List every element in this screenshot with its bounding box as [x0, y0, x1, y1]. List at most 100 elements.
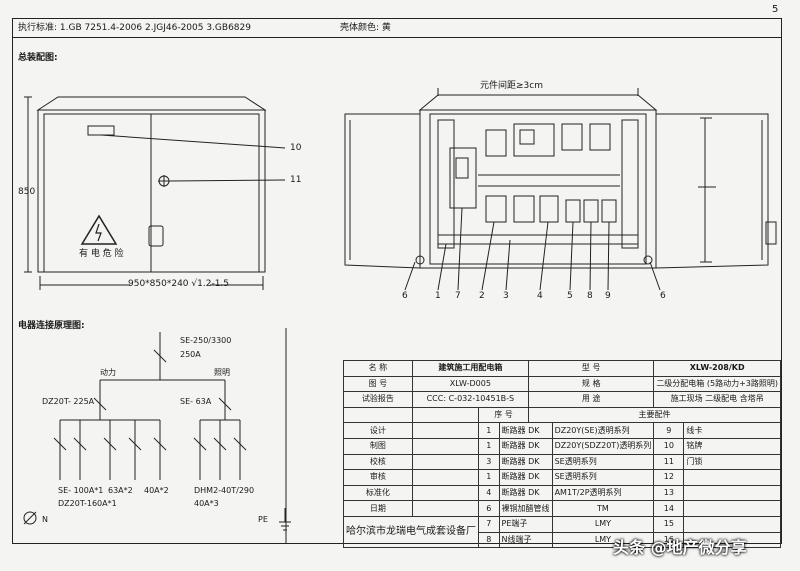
callout-11: 11 — [290, 175, 302, 185]
shell-color-text: 壳体颜色: 黄 — [340, 23, 391, 33]
part-no-2: 12 — [653, 469, 685, 486]
power-branch-2: 63A*2 — [108, 486, 133, 495]
part-spec: LMY — [551, 515, 655, 533]
callout-b4: 2 — [479, 291, 485, 301]
n-label: N — [42, 515, 48, 524]
part-name: 断路器 DK — [498, 422, 553, 439]
seq-header: 序 号 — [477, 406, 530, 424]
watermark: 头条 @地产微分享 — [613, 538, 747, 557]
power-branch-3: 40A*2 — [144, 486, 169, 495]
name-label: 名 称 — [343, 360, 413, 377]
callout-b2: 1 — [435, 291, 441, 301]
part-spec: DZ20Y(SDZ20T)透明系列 — [551, 437, 655, 455]
part-no: 1 — [478, 422, 500, 439]
table-row: 试验报告 CCC: C-032-10451B-S 用 途 施工现场 二级配电 含… — [343, 391, 781, 408]
part-no-2: 13 — [653, 484, 685, 502]
callout-b1: 6 — [402, 291, 408, 301]
pe-label: PE — [258, 515, 268, 524]
part-spec: AM1T/2P透明系列 — [551, 484, 655, 502]
part-name: 断路器 DK — [498, 437, 553, 455]
callout-b10: 6 — [660, 291, 666, 301]
parts-header: 主要配件 — [528, 406, 781, 424]
height-label: 850 — [18, 187, 36, 197]
table-row: 日期 6 裸铜加醋管线 TM 14 — [343, 500, 781, 517]
part-no: 1 — [478, 437, 500, 455]
part-no: 3 — [478, 453, 500, 471]
part-no: 1 — [478, 469, 500, 486]
part-no: 6 — [478, 500, 500, 517]
info-table: 名 称 建筑施工用配电箱 型 号 XLW-208/KD 图 号 XLW-D005… — [343, 360, 781, 549]
table-row: 序 号 主要配件 — [343, 406, 781, 424]
part-name-2 — [683, 484, 781, 502]
lighting-breaker: SE- 63A — [180, 397, 212, 406]
callout-b6: 4 — [537, 291, 543, 301]
callout-b5: 3 — [503, 291, 509, 301]
main-breaker: SE-250/3300 — [180, 336, 232, 345]
page-number: 5 — [772, 4, 779, 15]
model-value: XLW-208/KD — [653, 360, 781, 377]
name-value: 建筑施工用配电箱 — [411, 360, 530, 377]
part-spec: SE透明系列 — [551, 469, 655, 486]
part-spec: DZ20Y(SE)透明系列 — [551, 422, 655, 439]
table-row: 名 称 建筑施工用配电箱 型 号 XLW-208/KD — [343, 360, 781, 377]
role-date: 日期 — [343, 500, 413, 517]
table-row: 8 N线端子 LMY 16 — [344, 531, 781, 549]
part-name-2 — [683, 515, 781, 533]
table-row: 设计 1 断路器 DK DZ20Y(SE)透明系列 9 线卡 — [343, 422, 781, 439]
spec-label: 规 格 — [528, 375, 655, 393]
standard-text: 执行标准: 1.GB 7251.4-2006 2.JGJ46-2005 3.GB… — [18, 23, 251, 33]
assembly-title: 总装配图: — [18, 53, 58, 63]
part-name: 断路器 DK — [498, 453, 553, 471]
part-name-2: 铭牌 — [683, 437, 781, 455]
part-no-2: 14 — [653, 500, 685, 517]
main-current: 250A — [180, 350, 201, 359]
lighting-label: 照明 — [214, 368, 230, 377]
component-spacing: 元件间距≥3cm — [480, 81, 543, 91]
open-cabinet-drawing — [344, 88, 777, 291]
part-name-2 — [683, 469, 781, 486]
part-no: 7 — [478, 515, 500, 533]
lighting-branch-2: 40A*3 — [194, 499, 219, 508]
part-name-2 — [683, 500, 781, 517]
power-branch-1: SE- 100A*1 — [58, 486, 104, 495]
power-label: 动力 — [100, 368, 116, 377]
part-name: 裸铜加醋管线 — [498, 500, 553, 517]
use-label: 用 途 — [528, 391, 655, 408]
table-row: 审核 1 断路器 DK SE透明系列 12 — [343, 469, 781, 486]
table-row: 图 号 XLW-D005 规 格 二级分配电箱 (5路动力+3路照明) — [343, 375, 781, 393]
role-drawing: 制图 — [343, 437, 413, 455]
part-no: 8 — [478, 531, 500, 549]
power-breaker: DZ20T- 225A — [42, 397, 95, 406]
callout-b3: 7 — [455, 291, 461, 301]
role-standard: 标准化 — [343, 484, 413, 502]
part-name-2: 线卡 — [683, 422, 781, 439]
table-row: 哈尔滨市龙瑞电气成套设备厂 7 PE端子 LMY 15 — [343, 515, 781, 549]
part-name: 断路器 DK — [498, 484, 553, 502]
header-divider — [12, 37, 782, 38]
power-branch-4: DZ20T-160A*1 — [58, 499, 117, 508]
part-name: N线端子 — [498, 531, 553, 549]
role-design: 设计 — [343, 422, 413, 439]
schematic-drawing — [23, 328, 291, 544]
part-spec: SE透明系列 — [551, 453, 655, 471]
dimension-label: 950*850*240 √1.2-1.5 — [128, 279, 230, 289]
part-no-2: 15 — [653, 515, 685, 533]
table-row: 制图 1 断路器 DK DZ20Y(SDZ20T)透明系列 10 铭牌 — [343, 437, 781, 455]
schematic-title: 电器连接原理图: — [18, 321, 85, 331]
spec-value: 二级分配电箱 (5路动力+3路照明) — [653, 375, 781, 393]
drawing-label: 图 号 — [343, 375, 413, 393]
role-check: 校核 — [343, 453, 413, 471]
part-no-2: 16 — [653, 531, 685, 549]
table-row: 标准化 4 断路器 DK AM1T/2P透明系列 13 — [343, 484, 781, 502]
callout-b9: 9 — [605, 291, 611, 301]
company-name: 哈尔滨市龙瑞电气成套设备厂 — [343, 515, 479, 549]
part-name-2: 门锁 — [683, 453, 781, 471]
callout-b7: 5 — [567, 291, 573, 301]
callout-b8: 8 — [587, 291, 593, 301]
drawing-value: XLW-D005 — [411, 375, 530, 393]
lighting-branch-1: DHM2-40T/290 — [194, 486, 255, 495]
use-value: 施工现场 二级配电 含塔吊 — [653, 391, 781, 408]
part-no-2: 9 — [653, 422, 685, 439]
model-label: 型 号 — [528, 360, 655, 377]
